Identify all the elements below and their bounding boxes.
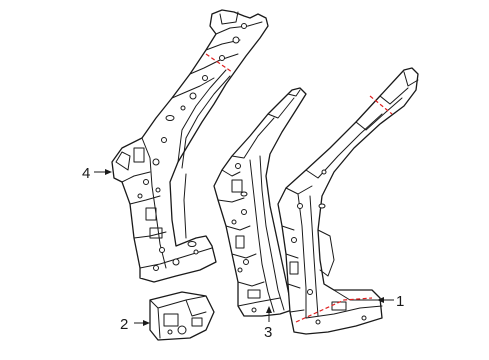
callout-2-label: 2	[120, 316, 128, 333]
callout-4-label: 4	[82, 165, 90, 182]
callout-4: 4	[82, 165, 112, 182]
callout-2: 2	[120, 316, 150, 333]
callout-3-label: 3	[264, 324, 272, 341]
callout-1-label: 1	[396, 293, 404, 310]
callout-1: 1	[377, 293, 404, 310]
part-3-center-pillar	[213, 87, 307, 317]
callout-3: 3	[264, 306, 272, 341]
part-1-rear-pillar	[277, 67, 419, 335]
part-2-reinforcement	[149, 291, 215, 341]
part-4-front-pillar	[111, 9, 269, 283]
